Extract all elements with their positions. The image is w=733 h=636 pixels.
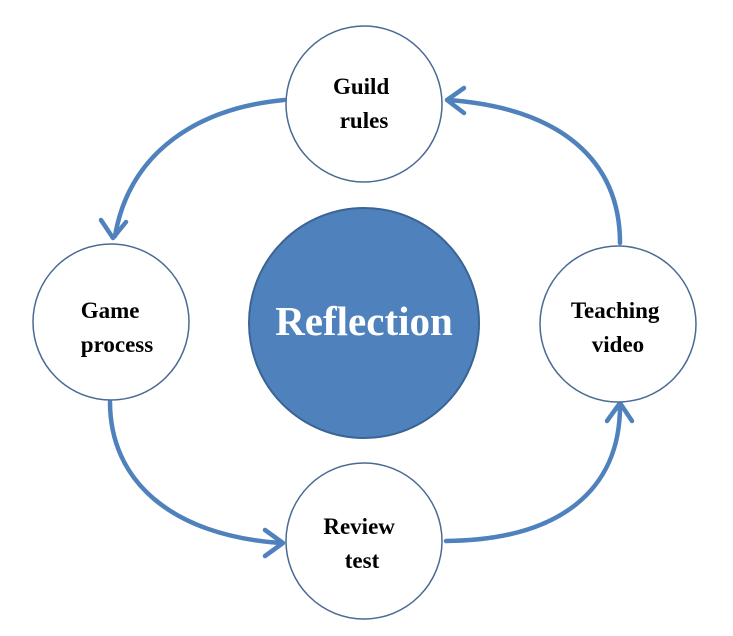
arrow-teaching-video-to-guild-rules bbox=[445, 97, 623, 246]
node-label-line: process bbox=[81, 332, 153, 357]
node-label-line: Review bbox=[323, 514, 395, 539]
center-circle bbox=[248, 207, 480, 439]
arrowhead-teaching-video bbox=[604, 400, 635, 424]
svg-text:Game process: Game process bbox=[81, 298, 154, 357]
svg-text:Review test: Review test bbox=[323, 514, 400, 573]
arrow-review-test-to-teaching-video bbox=[443, 403, 623, 544]
arrowhead-game-process bbox=[98, 217, 129, 241]
node-guild-rules: Guild rules bbox=[285, 25, 443, 183]
arrowhead-guild-rules bbox=[444, 85, 467, 116]
node-label-line: video bbox=[592, 332, 644, 357]
svg-text:Teaching video: Teaching video bbox=[571, 298, 665, 357]
node-label-line: test bbox=[345, 548, 380, 573]
center-label: Reflection bbox=[275, 298, 453, 344]
node-review-test: Review test bbox=[285, 462, 443, 620]
node-label-line: Game bbox=[81, 298, 140, 323]
node-label-line: rules bbox=[340, 108, 389, 133]
svg-text:Guild rules: Guild rules bbox=[333, 74, 395, 133]
center-node: Reflection bbox=[248, 207, 480, 439]
arrow-game-process-to-review-test bbox=[107, 399, 283, 546]
arrow-guild-rules-to-game-process bbox=[112, 97, 287, 239]
node-circle bbox=[285, 462, 443, 620]
node-teaching-video: Teaching video bbox=[539, 245, 697, 403]
node-label-line: Teaching bbox=[571, 298, 660, 323]
node-circle bbox=[285, 25, 443, 183]
node-circle bbox=[539, 245, 697, 403]
cycle-arrows bbox=[98, 85, 635, 559]
arrowhead-review-test bbox=[262, 527, 286, 559]
node-circle bbox=[32, 243, 190, 401]
node-label-line: Guild bbox=[333, 74, 389, 99]
node-game-process: Game process bbox=[32, 243, 190, 401]
